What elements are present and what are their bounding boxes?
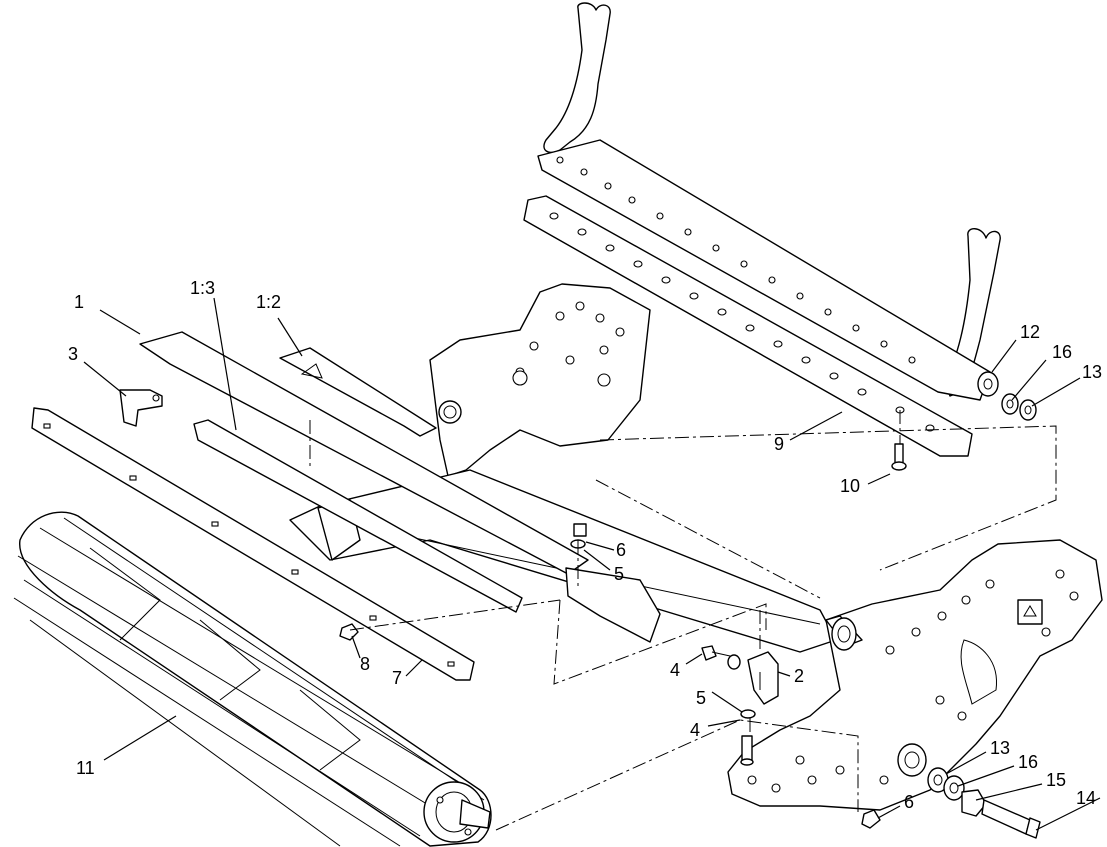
callout-16-lower: 16	[1018, 752, 1038, 772]
skid-bar	[31, 407, 475, 681]
callout-5-upper: 5	[614, 564, 624, 584]
callout-1-2: 1:2	[256, 292, 281, 312]
callout-1-3: 1:3	[190, 278, 215, 298]
callout-13-lower: 13	[990, 738, 1010, 758]
callout-11: 11	[76, 758, 95, 778]
callout-labels: 1 1:3 1:2 3 12 16 13 9 10 6 5 8 7 4 2 5 …	[68, 278, 1102, 812]
bedbar-bolt	[891, 443, 907, 471]
skid-bar-holes	[43, 423, 455, 667]
callout-16-upper: 16	[1052, 342, 1072, 362]
callout-4-upper: 4	[670, 660, 680, 680]
baffle-assembly	[139, 331, 661, 643]
upper-frame	[537, 2, 1001, 401]
callout-2: 2	[794, 666, 804, 686]
reel-assembly	[13, 511, 492, 847]
callout-10: 10	[840, 476, 860, 496]
upper-right-hardware	[977, 371, 1037, 421]
bedbar-plate	[523, 195, 973, 457]
callout-4-lower: 4	[690, 720, 700, 740]
leader-lines	[83, 297, 1101, 831]
callout-13-upper: 13	[1082, 362, 1102, 382]
lower-right-hardware	[861, 767, 1041, 839]
callout-6-lower: 6	[904, 792, 914, 812]
right-plate-holes	[747, 569, 1079, 793]
bedbar-holes	[549, 212, 935, 432]
callout-1: 1	[74, 292, 84, 312]
callout-5-lower: 5	[696, 688, 706, 708]
small-hardware	[339, 523, 779, 766]
callout-7: 7	[392, 668, 402, 688]
callout-3: 3	[68, 344, 78, 364]
bracket-3	[119, 389, 163, 427]
assembly-lines	[309, 410, 1057, 831]
callout-15: 15	[1046, 770, 1066, 790]
callout-6-upper: 6	[616, 540, 626, 560]
callout-8: 8	[360, 654, 370, 674]
left-plate-holes	[512, 301, 625, 387]
callout-14: 14	[1076, 788, 1096, 808]
callout-12: 12	[1020, 322, 1040, 342]
right-side-plate	[727, 539, 1103, 811]
left-side-plate	[429, 283, 651, 477]
callout-9: 9	[774, 434, 784, 454]
frame-rail-holes	[556, 156, 916, 364]
